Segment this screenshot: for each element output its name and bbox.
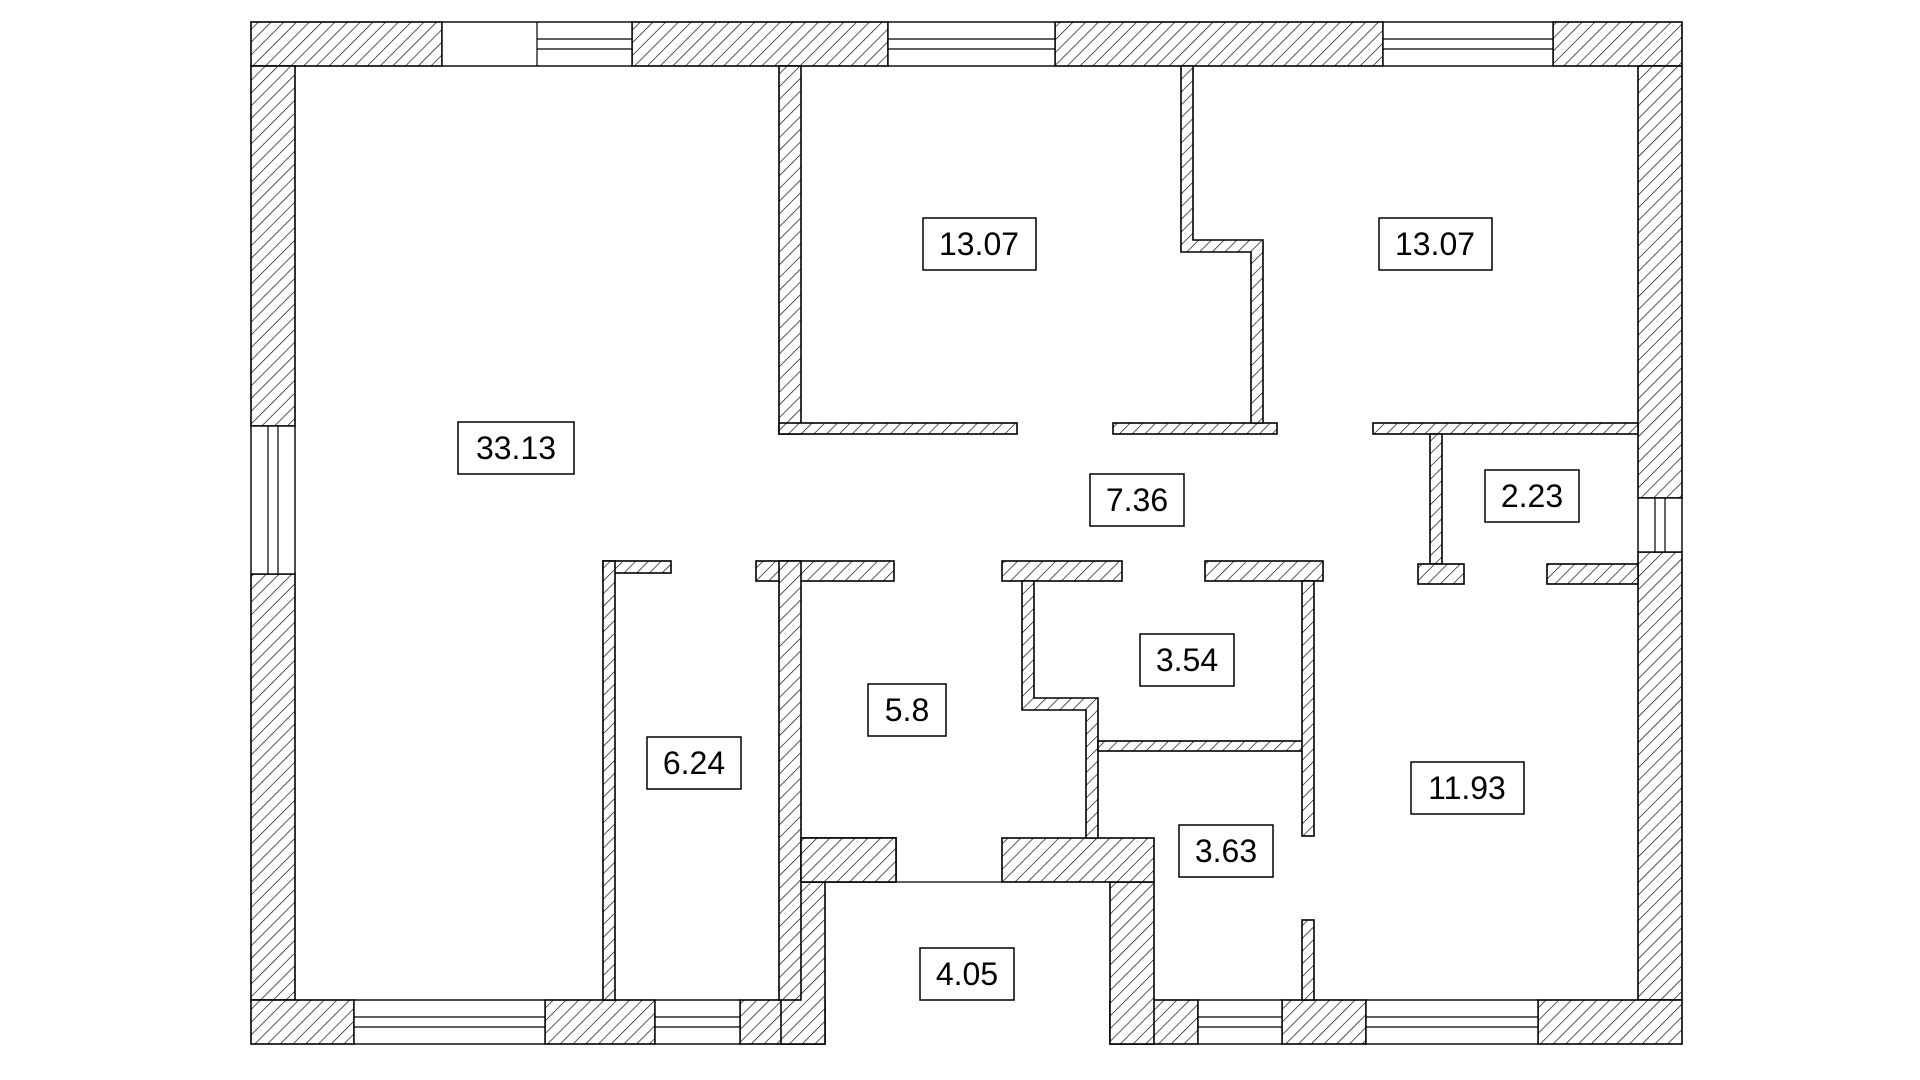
room-label-bathroom: 3.54 [1139,633,1235,687]
room-area-text: 7.36 [1106,482,1168,518]
window-bottom-3 [1197,999,1283,1045]
window-bottom-1 [353,999,546,1045]
room-area-text: 5.8 [885,692,929,728]
wall-living-bedroom [778,65,802,435]
room-area-text: 3.54 [1156,642,1218,678]
wall-entrance-top-right [1001,837,1155,883]
wall-bath-right [1301,580,1315,837]
room-label-living-room: 33.13 [457,421,575,475]
window-right [1637,497,1683,553]
wall-bedroom-left-bottom-2 [1112,422,1278,435]
wall-top-3 [1054,21,1384,67]
wall-bath-top-left [1001,560,1123,582]
room-area-text: 13.07 [1395,226,1475,262]
window-top-3 [1382,21,1554,67]
wall-between-bedrooms [1180,65,1264,424]
wall-bath-top-right [1204,560,1324,582]
room-area-text: 4.05 [936,956,998,992]
wall-bottom-6 [1537,999,1683,1045]
area-labels: 33.13 13.07 13.07 7.36 2.23 6.24 5.8 3. [457,217,1580,1001]
wall-closet-vertical [1429,433,1443,565]
wall-bottom-5 [1281,999,1367,1045]
room-area-text: 2.23 [1501,478,1563,514]
window-bottom-4 [1365,999,1539,1045]
interior-walls [602,65,1639,1001]
window-bottom-2 [654,999,741,1045]
wall-right-2 [1637,551,1683,1001]
wall-bedroom-right-bottom [1372,422,1639,435]
window-top-2 [887,21,1056,67]
room-label-closet-small: 2.23 [1484,469,1580,523]
wall-right-stub [1546,563,1639,585]
wall-top-4 [1552,21,1683,67]
room-area-text: 11.93 [1428,770,1506,806]
wall-closet-stub [1417,563,1465,585]
wall-top-1 [250,21,443,67]
windows [250,21,1683,1045]
wall-kitchen-bath [1021,580,1099,839]
room-label-entrance: 4.05 [919,947,1015,1001]
wall-left-1 [250,65,296,427]
wall-kitchen-left [778,560,802,1001]
wall-bottom-2 [544,999,656,1045]
room-area-text: 13.07 [939,226,1019,262]
wall-bath-toilet [1097,740,1305,752]
wall-kitchen-bottom-left [800,837,897,883]
wall-bottom-1 [250,999,355,1045]
room-label-hallway: 7.36 [1089,473,1185,527]
wall-toilet-right [1301,919,1315,1001]
room-area-text: 6.24 [663,745,725,781]
wall-left-2 [250,573,296,1001]
room-label-bedroom-left: 13.07 [922,217,1037,271]
room-label-kitchen: 5.8 [867,683,947,737]
wall-storage-left [602,560,616,1001]
wall-right-1 [1637,65,1683,499]
room-area-text: 3.63 [1195,833,1257,869]
room-label-bedroom-right: 13.07 [1378,217,1493,271]
room-label-room-bottom-right: 11.93 [1410,761,1525,815]
room-label-storage-left: 6.24 [646,736,742,790]
wall-bedroom-left-bottom-1 [778,422,1018,435]
wall-entrance-right [1109,881,1155,1045]
room-label-toilet: 3.63 [1178,824,1274,878]
room-area-text: 33.13 [476,430,556,466]
window-left [250,425,296,575]
wall-top-2 [631,21,889,67]
wall-kitchen-left-top [755,560,895,582]
outer-walls [250,21,1683,1045]
